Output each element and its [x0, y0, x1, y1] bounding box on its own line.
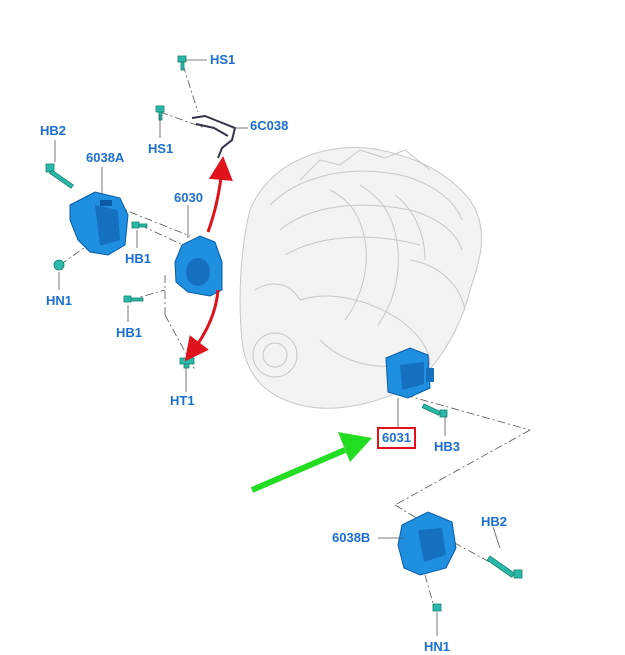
- label-hb1-upper: HB1: [125, 251, 152, 266]
- mount-6038a: [69, 191, 129, 256]
- bolt-icon-hs1-mid: [155, 105, 165, 121]
- bolt-icon-hs1-top: [177, 55, 187, 71]
- label-hn1-right: HN1: [424, 639, 451, 654]
- label-ht1: HT1: [170, 393, 195, 408]
- bolt-icon-hb1-upper: [131, 221, 148, 229]
- label-6031-highlighted: 6031: [377, 427, 416, 449]
- label-6030: 6030: [174, 190, 203, 205]
- bracket-6c038: [191, 114, 237, 159]
- label-hb2-right: HB2: [481, 514, 508, 529]
- label-6038a: 6038A: [86, 150, 125, 165]
- mount-6030: [174, 235, 223, 297]
- bolt-icon-ht1: [179, 357, 195, 369]
- label-ticks: [54, 59, 501, 636]
- bolt-icon-hb3: [421, 403, 448, 418]
- label-hn1-left: HN1: [46, 293, 73, 308]
- mount-6031: [385, 347, 434, 399]
- bolt-icon-hb1-lower: [123, 295, 144, 303]
- engine-outline-icon: [239, 147, 483, 409]
- bolt-icon-hb2-right: [486, 555, 523, 579]
- label-hs1-top: HS1: [210, 52, 236, 67]
- nut-icon-hn1-left: [53, 259, 65, 271]
- label-hb1-lower: HB1: [116, 325, 143, 340]
- fasteners: [45, 55, 523, 612]
- nut-icon-hn1-right: [432, 603, 442, 612]
- label-hb3: HB3: [434, 439, 461, 454]
- green-arrow-icon: [250, 432, 372, 493]
- label-hs1-mid: HS1: [148, 141, 174, 156]
- label-hb2-left: HB2: [40, 123, 67, 138]
- mount-6038b: [397, 511, 457, 576]
- red-arrows: [184, 156, 233, 362]
- bolt-icon-hb2-left: [45, 163, 74, 189]
- label-6038b: 6038B: [332, 530, 371, 545]
- label-6c038: 6C038: [250, 118, 289, 133]
